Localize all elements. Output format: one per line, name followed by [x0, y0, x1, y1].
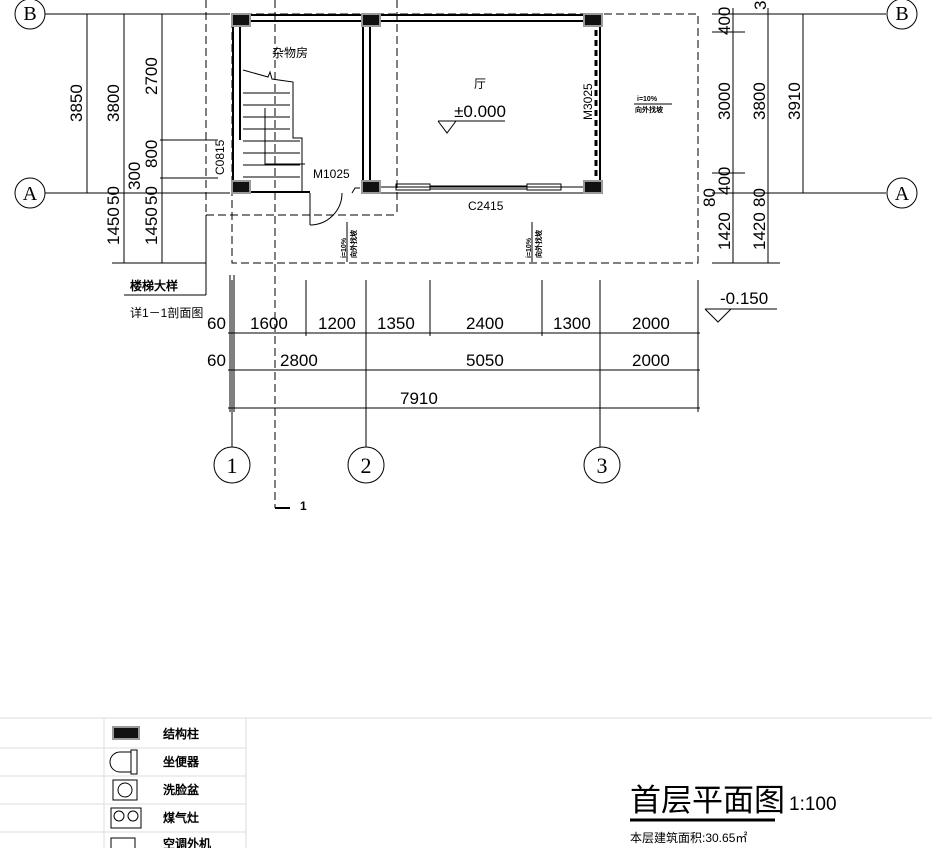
- svg-text:杂物房: 杂物房: [272, 45, 308, 60]
- svg-text:煤气灶: 煤气灶: [163, 810, 199, 825]
- axis-bubble-a-right: A: [886, 177, 918, 209]
- svg-text:洗脸盆: 洗脸盆: [163, 782, 200, 797]
- svg-text:M3025: M3025: [581, 83, 595, 120]
- axis-bubble-b-right: B: [886, 0, 918, 30]
- svg-text:50: 50: [142, 186, 161, 205]
- axis-bubble-3: 3: [583, 446, 621, 484]
- svg-text:1350: 1350: [377, 314, 415, 333]
- axis-bubble-a-left: A: [14, 177, 46, 209]
- svg-text:400: 400: [715, 167, 734, 195]
- svg-text:M1025: M1025: [313, 167, 350, 181]
- stair-detail-note: 楼梯大样 详1－1剖面图: [124, 215, 207, 320]
- svg-text:1450: 1450: [104, 207, 123, 245]
- svg-text:3: 3: [597, 453, 608, 478]
- svg-text:50: 50: [104, 186, 123, 205]
- svg-text:i=10%: i=10%: [637, 96, 658, 103]
- svg-text:60: 60: [207, 351, 226, 370]
- svg-text:空调外机: 空调外机: [163, 836, 211, 848]
- svg-text:1420: 1420: [715, 212, 734, 250]
- legend-table: 结构柱 坐便器 洗脸盆 煤气灶 空调外机: [0, 717, 932, 848]
- svg-text:1: 1: [227, 453, 238, 478]
- svg-text:坐便器: 坐便器: [163, 754, 200, 769]
- svg-text:首层平面图: 首层平面图: [630, 783, 785, 818]
- bottom-dimensions: 60 1600 1200 1350 2400 1300 2000 60 2800…: [207, 275, 700, 412]
- ac-unit-icon: [110, 837, 136, 848]
- structural-column-icon: [112, 726, 140, 740]
- svg-text:1: 1: [300, 499, 307, 513]
- right-dimensions: 3 400 3000 3800 3910 400 80 80 1420 1420: [700, 1, 804, 264]
- gas-stove-icon: [110, 807, 142, 829]
- svg-text:2: 2: [361, 453, 372, 478]
- svg-text:3800: 3800: [750, 82, 769, 120]
- stair: [242, 69, 305, 192]
- dashed-outlines: [205, 0, 699, 508]
- svg-text:i=10%: i=10%: [526, 237, 533, 258]
- svg-text:±0.000: ±0.000: [454, 102, 506, 121]
- svg-text:2800: 2800: [280, 351, 318, 370]
- slope-note-front: i=10% 向外找坡: [526, 222, 543, 262]
- svg-text:B: B: [23, 3, 36, 25]
- svg-text:向外找坡: 向外找坡: [635, 105, 664, 114]
- svg-text:80: 80: [700, 188, 719, 207]
- svg-text:300: 300: [125, 162, 144, 190]
- svg-text:A: A: [23, 183, 38, 205]
- door-swing: [309, 187, 360, 226]
- toilet-icon: [109, 749, 138, 775]
- svg-text:3910: 3910: [785, 82, 804, 120]
- svg-text:800: 800: [142, 140, 161, 168]
- svg-text:1200: 1200: [318, 314, 356, 333]
- svg-text:7910: 7910: [400, 389, 438, 408]
- walls: [232, 14, 601, 194]
- svg-text:3: 3: [751, 1, 770, 10]
- svg-text:3800: 3800: [104, 84, 123, 122]
- svg-text:-0.150: -0.150: [720, 289, 768, 308]
- svg-text:向外找坡: 向外找坡: [534, 229, 543, 258]
- svg-text:5050: 5050: [466, 351, 504, 370]
- svg-text:C2415: C2415: [468, 199, 504, 213]
- svg-text:1420: 1420: [750, 212, 769, 250]
- svg-text:结构柱: 结构柱: [163, 726, 199, 741]
- axis-bubble-1: 1: [213, 446, 251, 484]
- svg-text:A: A: [895, 183, 910, 205]
- svg-text:详1－1剖面图: 详1－1剖面图: [130, 305, 203, 320]
- svg-text:i=10%: i=10%: [341, 237, 348, 258]
- axis-bubble-2: 2: [347, 446, 385, 484]
- svg-text:厅: 厅: [474, 77, 486, 91]
- svg-text:2700: 2700: [142, 57, 161, 95]
- svg-text:1:100: 1:100: [789, 794, 837, 815]
- washbasin-icon: [112, 779, 138, 801]
- svg-text:C0815: C0815: [213, 139, 227, 175]
- svg-text:60: 60: [207, 314, 226, 333]
- axis-bubble-b-left: B: [14, 0, 46, 30]
- left-dimensions: 3850 3800 2700 800 300 50 50 1450 1450: [67, 14, 218, 264]
- svg-text:2400: 2400: [466, 314, 504, 333]
- section-mark: 1: [275, 499, 307, 513]
- svg-text:1300: 1300: [553, 314, 591, 333]
- svg-text:80: 80: [750, 188, 769, 207]
- drawing-title: 首层平面图 1:100 本层建筑面积:30.65㎡: [630, 783, 837, 845]
- svg-text:楼梯大样: 楼梯大样: [130, 278, 178, 293]
- svg-text:本层建筑面积:30.65㎡: 本层建筑面积:30.65㎡: [630, 830, 747, 845]
- slope-note-right: i=10% 向外找坡: [634, 96, 672, 114]
- svg-text:400: 400: [715, 7, 734, 35]
- svg-text:B: B: [895, 3, 908, 25]
- svg-text:向外找坡: 向外找坡: [349, 229, 358, 258]
- svg-text:2000: 2000: [632, 351, 670, 370]
- svg-text:2000: 2000: [632, 314, 670, 333]
- svg-text:3850: 3850: [67, 84, 86, 122]
- svg-text:1450: 1450: [142, 207, 161, 245]
- columns: [231, 13, 603, 194]
- room-labels: 杂物房 厅 ±0.000 M1025 C0815 M3025 C2415: [213, 45, 595, 213]
- svg-text:3000: 3000: [715, 82, 734, 120]
- outside-level-mark: -0.150: [704, 289, 777, 323]
- slope-note-stair: i=10% 向外找坡: [341, 222, 358, 262]
- svg-text:1600: 1600: [250, 314, 288, 333]
